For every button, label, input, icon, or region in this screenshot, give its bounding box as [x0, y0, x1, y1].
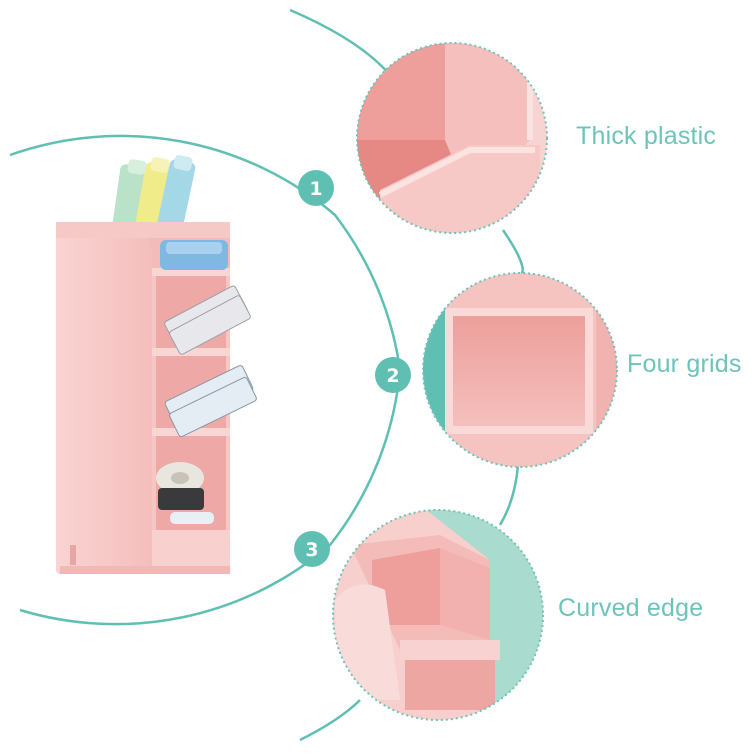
- thick-plastic-closeup: [356, 42, 548, 234]
- arc-link-1-2: [501, 229, 524, 277]
- arc-bottom: [299, 699, 361, 742]
- pink-desk-organizer-photo: [56, 155, 257, 574]
- step-number: 2: [386, 365, 399, 387]
- feature-label-four-grids: Four grids: [627, 350, 742, 378]
- step-marker-2: 2: [375, 357, 411, 393]
- curved-edge-closeup: [332, 509, 544, 721]
- arc-top: [289, 8, 391, 76]
- highlighter-pens: [112, 155, 196, 236]
- step-number: 1: [309, 178, 322, 200]
- step-marker-3: 3: [294, 531, 330, 567]
- step-number: 3: [305, 539, 318, 561]
- arc-link-2-3: [498, 464, 520, 526]
- four-grids-closeup: [422, 272, 618, 468]
- feature-label-thick-plastic: Thick plastic: [576, 122, 717, 150]
- step-marker-1: 1: [298, 170, 334, 206]
- feature-label-curved-edge: Curved edge: [558, 594, 704, 622]
